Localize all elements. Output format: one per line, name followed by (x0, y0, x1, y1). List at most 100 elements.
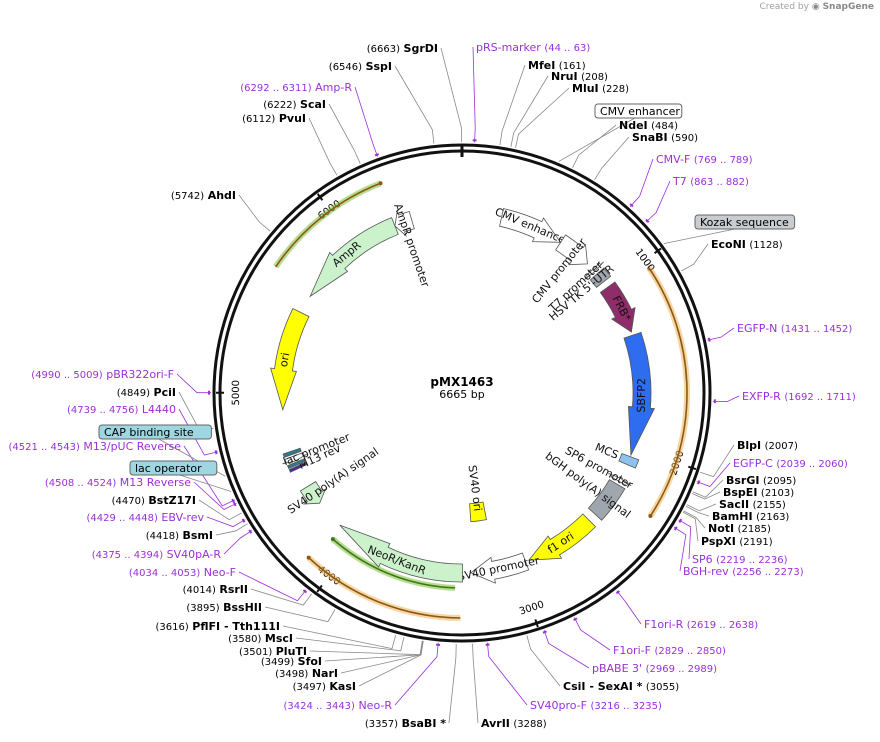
cap-binding-site-box-label[interactable]: CAP binding site (98, 424, 212, 440)
noti-site-label[interactable]: NotI (2185) (708, 522, 771, 535)
lac-operator-leader (173, 472, 232, 492)
t7-site-label[interactable]: T7 (863 .. 882) (672, 175, 749, 188)
site-name: MfeI (528, 59, 555, 72)
neo-orf-arc (308, 557, 461, 619)
ndei-site-label[interactable]: NdeI (484) (619, 119, 678, 132)
cmv-enhancer-leader (558, 115, 639, 162)
pvui-site-label[interactable]: (6112) PvuI (242, 112, 306, 125)
pbabe-3-site-label[interactable]: pBABE 3' (2969 .. 2989) (592, 662, 717, 675)
pbabe-3-primer-mark (542, 630, 547, 634)
sbfp2-feature[interactable] (623, 331, 655, 457)
mlui-site-label[interactable]: MluI (228) (572, 82, 629, 95)
sgrdi-site-label[interactable]: (6663) SgrDI (367, 42, 438, 55)
f1ori-f-site-label[interactable]: F1ori-F (2829 .. 2850) (613, 644, 726, 657)
kozak-sequence-box-label[interactable]: Kozak sequence (694, 214, 796, 230)
pflfi-tth111i-site-label[interactable]: (3616) PflFI - Tth111I (156, 620, 280, 633)
bamhi-site-label[interactable]: BamHI (2163) (712, 510, 789, 523)
bsshii-site-label[interactable]: (3895) BssHII (186, 601, 262, 614)
rsrii-site-label[interactable]: (4014) RsrII (183, 583, 248, 596)
site-name: Neo-R (358, 699, 392, 712)
site-position: (3216 .. 3235) (591, 701, 663, 712)
site-position: (3288) (513, 719, 546, 730)
t7-promoter-feature[interactable] (584, 261, 604, 280)
bsabi-site-label[interactable]: (3357) BsaBI * (365, 717, 446, 730)
l4440-site-label[interactable]: (4739 .. 4756) L4440 (67, 403, 176, 416)
ebv-rev-site-label[interactable]: (4429 .. 4448) EBV-rev (87, 511, 205, 524)
msci-site-label[interactable]: (3580) MscI (228, 632, 293, 645)
f1ori-f-leader (574, 617, 611, 651)
avrii-site-label[interactable]: AvrII (3288) (481, 717, 547, 730)
sp6-promoter-feature[interactable] (608, 472, 632, 487)
nari-site-label[interactable]: (3498) NarI (275, 667, 338, 680)
lac-operator-feature[interactable] (287, 458, 306, 470)
bgh-poly-a-signal-feature[interactable] (587, 479, 626, 521)
egfp-c-site-label[interactable]: EGFP-C (2039 .. 2060) (733, 457, 848, 470)
cmv-enhancer-feature[interactable] (499, 208, 562, 243)
mfei-site-label[interactable]: MfeI (161) (528, 59, 586, 72)
m13-reverse-primer-mark (233, 502, 237, 507)
ahdi-site-label[interactable]: (5742) AhdI (171, 189, 236, 202)
amp-r-site-label[interactable]: (6292 .. 6311) Amp-R (240, 81, 352, 94)
m13-reverse-site-label[interactable]: (4508 .. 4524) M13 Reverse (45, 476, 191, 489)
cmv-enhancer-box-label[interactable]: CMV enhancer (594, 103, 683, 119)
mcs-feature[interactable] (618, 453, 640, 469)
bgh-rev-site-label[interactable]: BGH-rev (2256 .. 2273) (683, 565, 804, 578)
ampr-promoter-feature[interactable] (394, 211, 415, 238)
snabi-site-label[interactable]: SnaBI (590) (632, 131, 698, 144)
bsmi-site-label[interactable]: (4418) BsmI (146, 529, 213, 542)
neo-r-site-label[interactable]: (3424 .. 3443) Neo-R (284, 699, 393, 712)
sv40-promoter-feature[interactable] (470, 552, 530, 584)
ebv-rev-leader (206, 516, 246, 528)
site-position: (2039 .. 2060) (776, 459, 848, 470)
cmv-enhancer-box (594, 103, 683, 119)
f1ori-r-site-label[interactable]: F1ori-R (2619 .. 2638) (644, 618, 758, 631)
sfoi-site-label[interactable]: (3499) SfoI (261, 655, 322, 668)
bspei-site-label[interactable]: BspEI (2103) (723, 486, 794, 499)
m13-rev-feature[interactable] (288, 461, 308, 473)
sspi-site-label[interactable]: (6546) SspI (329, 60, 392, 73)
lac-promoter-feature[interactable] (282, 452, 307, 465)
neo-f-site-label[interactable]: (4034 .. 4053) Neo-F (129, 566, 236, 579)
site-name: pRS-marker (476, 41, 541, 54)
l4440-primer-mark (214, 450, 218, 455)
f1-ori-feature[interactable] (527, 513, 597, 561)
cap-binding-site-feature[interactable] (282, 447, 302, 458)
csii-sexai-site-label[interactable]: CsiI - SexAI * (3055) (563, 680, 679, 693)
sv40-ori-feature[interactable] (469, 501, 487, 523)
sacii-site-label[interactable]: SacII (2155) (719, 498, 786, 511)
bsrgi-site-label[interactable]: BsrGI (2095) (726, 474, 796, 487)
site-position: (4034 .. 4053) (129, 568, 201, 579)
f1ori-r-leader (616, 590, 642, 625)
sv40pa-r-site-label[interactable]: (4375 .. 4394) SV40pA-R (92, 548, 222, 561)
cmv-f-site-label[interactable]: CMV-F (769 .. 789) (656, 153, 753, 166)
sp6-site-label[interactable]: SP6 (2219 .. 2236) (692, 553, 788, 566)
sv40pro-f-site-label[interactable]: SV40pro-F (3216 .. 3235) (530, 699, 662, 712)
egfp-n-site-label[interactable]: EGFP-N (1431 .. 1452) (737, 322, 852, 335)
sv40-poly-a-signal-feature[interactable] (299, 481, 327, 505)
ampr-feature[interactable] (309, 217, 399, 298)
site-name: PvuI (279, 112, 306, 125)
prs-marker-site-label[interactable]: pRS-marker (44 .. 63) (476, 41, 590, 54)
site-name: SgrDI (404, 42, 438, 55)
cmv-promoter-feature[interactable] (555, 234, 588, 266)
pspxi-site-label[interactable]: PspXI (2191) (701, 535, 773, 548)
lac-operator-box-label[interactable]: lac operator (129, 460, 218, 476)
mfei-leader (499, 64, 526, 145)
frb-feature[interactable] (599, 281, 636, 333)
kasi-site-label[interactable]: (3497) KasI (293, 680, 356, 693)
pluti-site-label[interactable]: (3501) PluTI (239, 645, 307, 658)
neor-kanr-feature[interactable] (339, 524, 463, 583)
m13-puc-reverse-site-label[interactable]: (4521 .. 4543) M13/pUC Reverse (8, 440, 181, 453)
ebv-rev-primer-mark (241, 518, 246, 523)
econi-site-label[interactable]: EcoNI (1128) (711, 238, 783, 251)
hsv-tk-5-utr-feature[interactable] (589, 267, 612, 288)
pbr322ori-f-site-label[interactable]: (4990 .. 5009) pBR322ori-F (31, 368, 174, 381)
nrui-site-label[interactable]: NruI (208) (551, 70, 608, 83)
bstz17i-site-label[interactable]: (4470) BstZ17I (112, 494, 196, 507)
pcii-site-label[interactable]: (4849) PciI (117, 386, 176, 399)
scai-site-label[interactable]: (6222) ScaI (263, 98, 326, 111)
exfp-r-site-label[interactable]: EXFP-R (1692 .. 1711) (742, 390, 856, 403)
blpi-site-label[interactable]: BlpI (2007) (737, 439, 798, 452)
ori-feature[interactable] (270, 308, 310, 412)
